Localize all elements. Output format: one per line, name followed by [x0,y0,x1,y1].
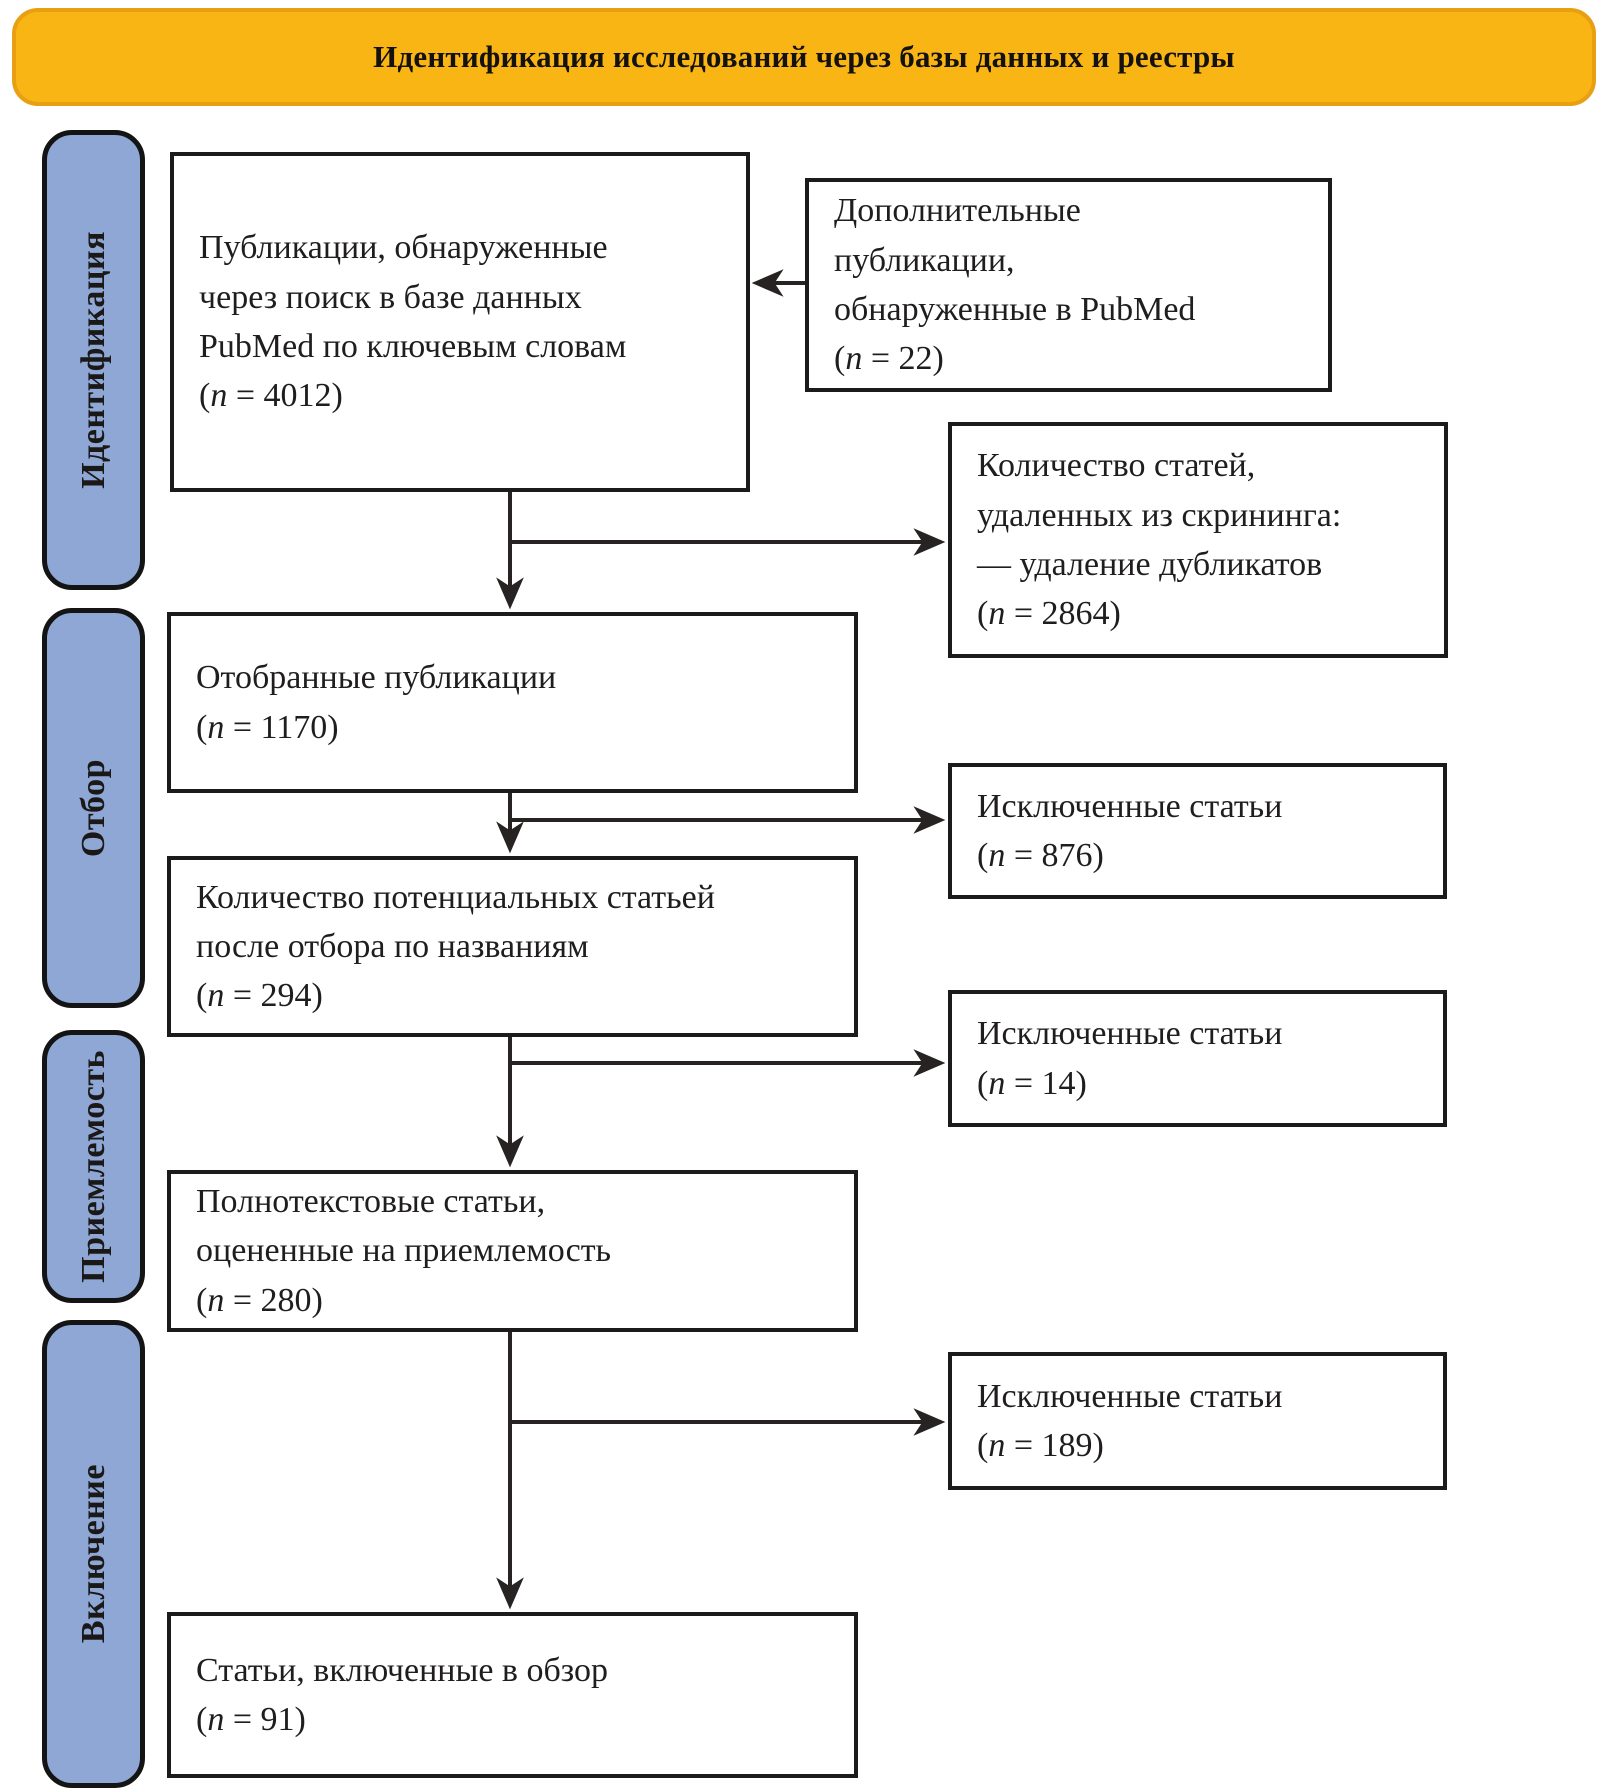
n-count: (n = 294) [196,977,323,1015]
stage-screening: Отбор [42,608,145,1008]
flow-box-additional-pubmed: Дополнительные публикации, обнаруженные … [805,178,1332,392]
n-count: (n = 91) [196,1701,306,1738]
stage-inclusion-label: Включение [74,1464,112,1644]
flow-box-fulltext-assessed: Полнотекстовые статьи, оцененные на прие… [167,1170,858,1332]
stage-eligibility: Приемлемость [42,1030,145,1303]
flow-box-records-screened: Отобранные публикации (n = 1170) [167,612,858,793]
diagram-title: Идентификация исследований через базы да… [373,39,1235,74]
n-count: (n = 280) [196,1281,323,1319]
side-box-excluded-after-titles: Исключенные статьи (n = 14) [948,990,1447,1127]
n-count: (n = 4012) [199,377,343,415]
n-count: (n = 189) [977,1427,1104,1464]
n-count: (n = 876) [977,837,1104,874]
n-count: (n = 14) [977,1064,1087,1102]
side-box-excluded-after-screening: Исключенные статьи (n = 876) [948,763,1447,899]
stage-screening-label: Отбор [74,758,112,858]
side-box-removed-from-screening: Количество статей, удаленных из скрининг… [948,422,1448,658]
stage-eligibility-label: Приемлемость [74,1050,112,1283]
side-box-excluded-fulltext: Исключенные статьи (n = 189) [948,1352,1447,1490]
n-count: (n = 1170) [196,708,339,746]
flow-box-included-in-review: Статьи, включенные в обзор (n = 91) [167,1612,858,1778]
n-count: (n = 2864) [977,595,1121,633]
stage-identification: Идентификация [42,130,145,590]
n-count: (n = 22) [834,340,944,378]
stage-identification-label: Идентификация [74,231,112,489]
diagram-title-banner: Идентификация исследований через базы да… [12,8,1596,106]
flow-box-potential-after-titles: Количество потенциальных статьей после о… [167,856,858,1037]
flow-box-pubmed-search: Публикации, обнаруженные через поиск в б… [170,152,750,492]
stage-inclusion: Включение [42,1320,145,1788]
